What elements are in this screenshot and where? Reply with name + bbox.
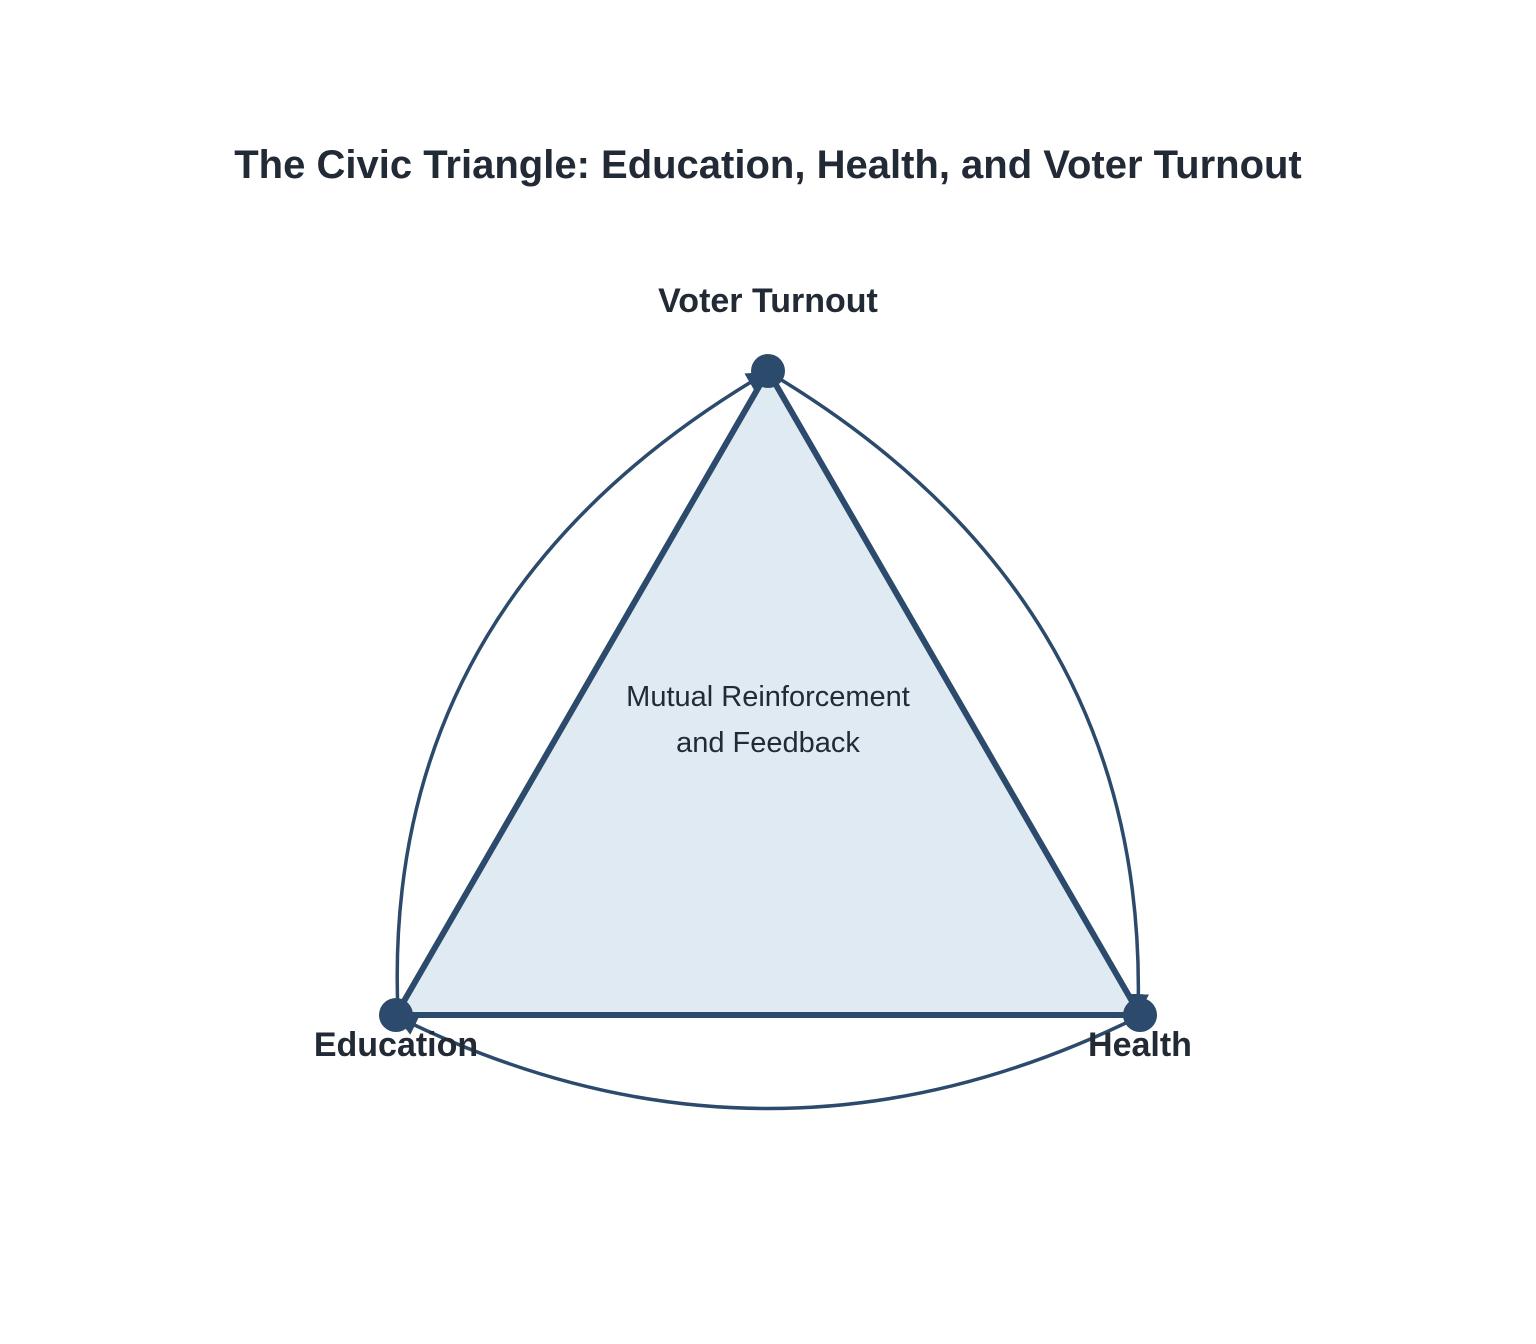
node-label-education: Education xyxy=(314,1026,478,1064)
arc-education-to-voter-turnout xyxy=(395,371,768,1014)
arc-health-to-education xyxy=(396,1015,1139,1111)
civic-triangle xyxy=(393,368,1143,1018)
node-dot-health xyxy=(1123,998,1157,1032)
node-dot-education xyxy=(379,998,413,1032)
node-label-health: Health xyxy=(1088,1026,1192,1064)
node-dot-voter-turnout xyxy=(751,354,785,388)
center-label-line-1: Mutual Reinforcement xyxy=(626,681,910,713)
center-label-line-2: and Feedback xyxy=(676,727,860,759)
arc-voter-turnout-to-health xyxy=(769,371,1150,1016)
diagram-title: The Civic Triangle: Education, Health, a… xyxy=(234,143,1302,187)
node-label-voter-turnout: Voter Turnout xyxy=(658,282,878,320)
